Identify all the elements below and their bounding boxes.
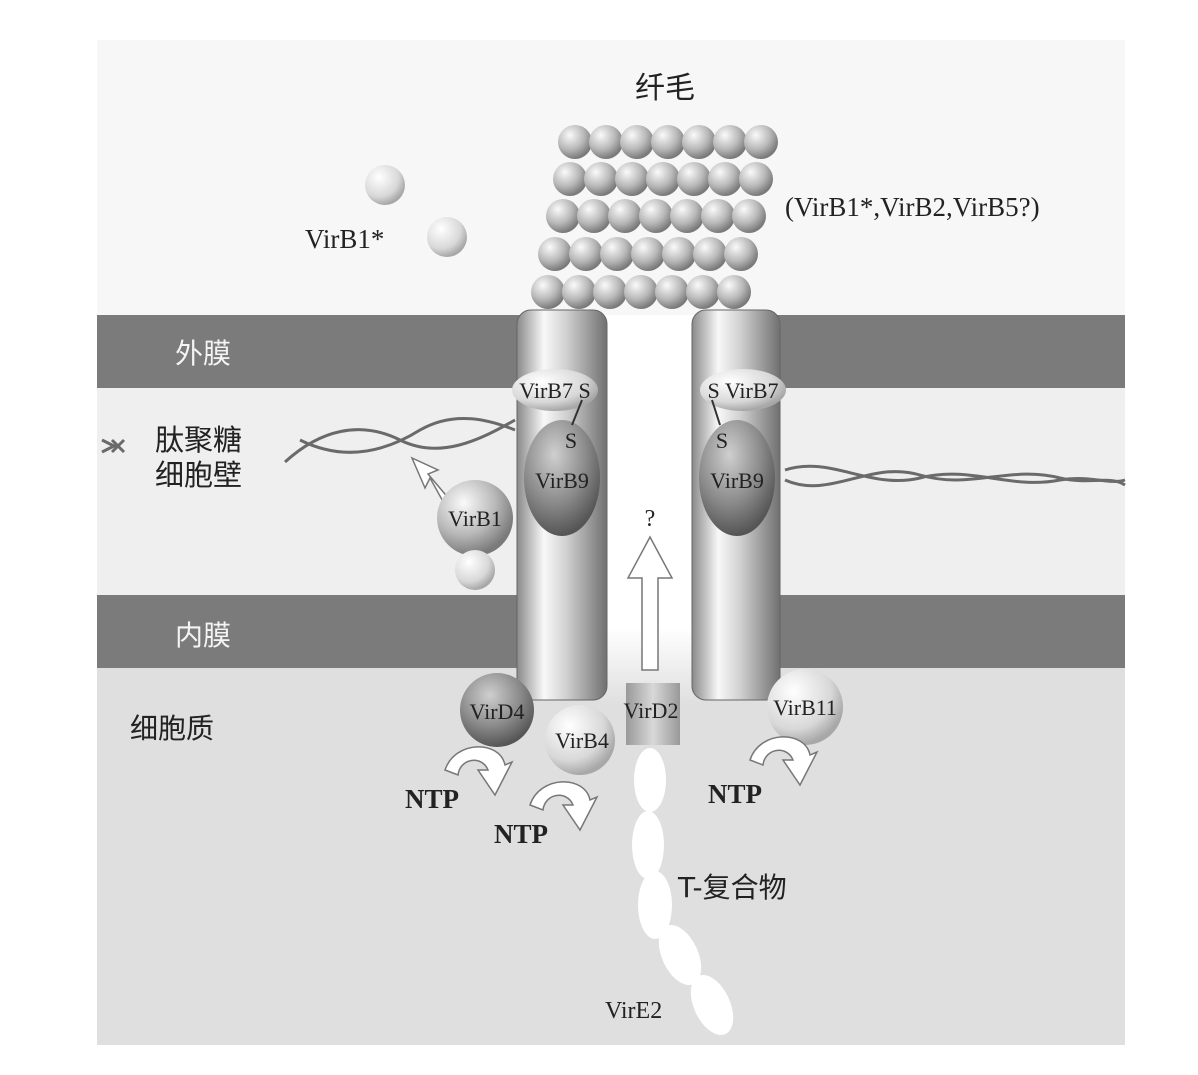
pilus-subunit-sphere — [744, 125, 778, 159]
ntp-arrow-icon — [444, 746, 514, 797]
peptidoglycan-label: 肽聚糖 — [155, 423, 242, 457]
outer-membrane-label: 外膜 — [175, 337, 231, 370]
pilus-subunit-sphere — [608, 199, 642, 233]
pilus-subunit-sphere — [553, 162, 587, 196]
inner-membrane-label: 内膜 — [175, 619, 231, 652]
virD4-sphere — [460, 673, 534, 747]
pilus-subunit-sphere — [670, 199, 704, 233]
pilus-subunit-sphere — [624, 275, 658, 309]
virD2-block — [626, 683, 680, 745]
pilus-subunit-sphere — [713, 125, 747, 159]
pilus-subunit-sphere — [732, 199, 766, 233]
pilus-subunit-sphere — [620, 125, 654, 159]
pilus-subunit-sphere — [708, 162, 742, 196]
virb1-star-label: VirB1* — [305, 224, 384, 254]
pilus-subunit-sphere — [589, 125, 623, 159]
pilus-subunit-sphere — [615, 162, 649, 196]
s-left-label: S — [565, 428, 577, 453]
t-complex-chain — [632, 748, 734, 1035]
pilus-subunit-sphere — [701, 199, 735, 233]
pilus-subunit-sphere — [593, 275, 627, 309]
pilus-subunit-sphere — [686, 275, 720, 309]
pilus-subunit-sphere — [546, 199, 580, 233]
virb7-left — [512, 369, 598, 411]
pilus-subunit-sphere — [646, 162, 680, 196]
disulfide-bond-left — [571, 399, 583, 426]
ntp-label: NTP — [405, 784, 459, 814]
pilus-subunit-sphere — [558, 125, 592, 159]
virB11-label: VirB11 — [773, 695, 837, 720]
virb9-right — [699, 420, 775, 536]
question-mark: ? — [645, 506, 656, 532]
pilus-subunit-sphere — [639, 199, 673, 233]
ntp-label: NTP — [494, 819, 548, 849]
pilus-title: 纤毛 — [635, 71, 695, 106]
virb9-right-label: VirB9 — [710, 468, 764, 493]
peptidoglycan-strands — [101, 417, 1126, 488]
virb7-right-label: S VirB7 — [707, 378, 778, 403]
virb1-label: VirB1 — [448, 506, 502, 531]
virB4-sphere — [545, 705, 615, 775]
disulfide-bond-right — [711, 399, 721, 426]
pilus-subunit-sphere — [569, 237, 603, 271]
pilus-subunit-sphere — [724, 237, 758, 271]
virD2-label: VirD2 — [624, 698, 679, 723]
pilus-components-label: (VirB1*,VirB2,VirB5?) — [785, 192, 1040, 222]
pilus-subunit-sphere — [631, 237, 665, 271]
pilus-subunit-sphere — [562, 275, 596, 309]
transport-arrow-icon — [626, 535, 674, 671]
cytoplasm-label: 细胞质 — [130, 712, 214, 745]
ntp-arrow-icon — [529, 781, 599, 832]
virb7-left-label: VirB7 S — [519, 378, 590, 403]
pilus-subunit-sphere — [651, 125, 685, 159]
ntp-label: NTP — [708, 779, 762, 809]
s-right-label: S — [716, 428, 728, 453]
pilus-subunit-sphere — [577, 199, 611, 233]
pilus-subunit-sphere — [531, 275, 565, 309]
pilus-subunit-sphere — [655, 275, 689, 309]
virb7-right — [700, 369, 786, 411]
ntp-arrow-icon — [749, 736, 819, 787]
virb1-small-sphere — [455, 550, 495, 590]
pilus-subunit-sphere — [693, 237, 727, 271]
virb1-star-sphere — [427, 217, 467, 257]
virb9-left — [524, 420, 600, 536]
virE2-label: VirE2 — [605, 998, 662, 1024]
pilus — [531, 125, 778, 309]
pilus-subunit-sphere — [600, 237, 634, 271]
cell-wall-label: 细胞壁 — [155, 458, 242, 492]
virB4-label: VirB4 — [555, 728, 609, 753]
t-complex-label: T-复合物 — [677, 871, 787, 904]
virb9-left-label: VirB9 — [535, 468, 589, 493]
virD4-label: VirD4 — [470, 699, 525, 724]
pilus-subunit-sphere — [584, 162, 618, 196]
virB11-sphere — [767, 669, 843, 745]
virb1-sphere — [437, 480, 513, 556]
pilus-subunit-sphere — [739, 162, 773, 196]
pilus-subunit-sphere — [717, 275, 751, 309]
pilus-subunit-sphere — [662, 237, 696, 271]
pilus-subunit-sphere — [538, 237, 572, 271]
pilus-subunit-sphere — [677, 162, 711, 196]
virb1-star-sphere — [365, 165, 405, 205]
pilus-subunit-sphere — [682, 125, 716, 159]
